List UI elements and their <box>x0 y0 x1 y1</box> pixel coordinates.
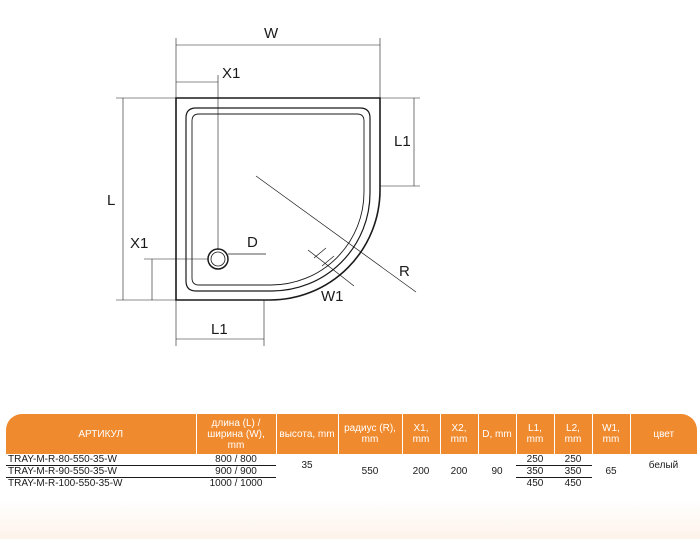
table-row: TRAY-M-R-90-550-35-W 900 / 900 350 350 <box>6 465 697 478</box>
header-w1: W1, mm <box>592 414 631 454</box>
cell-article: TRAY-M-R-80-550-35-W <box>6 454 196 466</box>
cell-size: 1000 / 1000 <box>209 478 263 489</box>
header-x2: X2, mm <box>440 414 479 454</box>
r-radius-line <box>255 175 417 293</box>
cell-l2: 350 <box>554 465 592 478</box>
table-header-row: АРТИКУЛ длина (L) / ширина (W), mm высот… <box>6 414 697 454</box>
cell-x2: 200 <box>450 466 468 477</box>
cell-article: TRAY-M-R-90-550-35-W <box>6 465 196 478</box>
cell-height: 35 <box>301 460 313 472</box>
cell-color-empty <box>630 478 697 490</box>
w1-tick-1 <box>313 247 327 259</box>
cell-w1: 65 <box>605 466 617 477</box>
cell-x1: 200 <box>412 466 430 477</box>
label-x1-left: X1 <box>130 235 148 252</box>
cell-l2: 450 <box>564 478 582 489</box>
table-row: TRAY-M-R-100-550-35-W 1000 / 1000 450 45… <box>6 478 697 490</box>
label-x1-top: X1 <box>222 65 240 82</box>
header-color: цвет <box>630 414 697 454</box>
header-height: высота, mm <box>276 414 339 454</box>
footer-band <box>0 500 700 539</box>
label-w1: W1 <box>321 288 344 305</box>
header-d: D, mm <box>478 414 517 454</box>
w1-tick-2 <box>321 255 335 267</box>
cell-radius: 550 <box>361 466 379 477</box>
cell-size: 800 / 800 <box>196 454 276 466</box>
tray-inner-outline <box>185 107 371 292</box>
cell-size: 900 / 900 <box>196 465 276 478</box>
cell-l2: 250 <box>554 454 592 466</box>
spec-table: АРТИКУЛ длина (L) / ширина (W), mm высот… <box>6 414 697 489</box>
cell-color: белый <box>648 460 679 472</box>
header-size: длина (L) / ширина (W), mm <box>196 414 277 454</box>
cell-article: TRAY-M-R-100-550-35-W <box>8 478 123 489</box>
header-l1: L1, mm <box>516 414 555 454</box>
tray-outer-outline <box>175 97 381 301</box>
header-article: АРТИКУЛ <box>6 414 197 454</box>
label-d: D <box>247 234 258 251</box>
cell-d: 90 <box>491 466 503 477</box>
w1-leader <box>307 249 355 287</box>
drain-circle-inner <box>210 251 226 267</box>
label-l1-bottom: L1 <box>211 321 228 338</box>
header-radius: радиус (R), mm <box>338 414 403 454</box>
table-row: TRAY-M-R-80-550-35-W 800 / 800 35 550 20… <box>6 454 697 477</box>
label-l1-right: L1 <box>394 133 411 150</box>
header-l2: L2, mm <box>554 414 593 454</box>
cell-l1: 250 <box>516 454 554 466</box>
tray-inner-outline-2 <box>191 113 365 286</box>
label-l: L <box>107 192 115 209</box>
cell-height-empty <box>276 478 338 490</box>
header-x1: X1, mm <box>402 414 441 454</box>
label-r: R <box>399 263 410 280</box>
cell-l1: 450 <box>526 478 544 489</box>
label-w: W <box>264 25 279 42</box>
shower-tray-drawing: W X1 L1 L X1 D L1 R W1 <box>107 25 420 346</box>
cell-l1: 350 <box>516 465 554 478</box>
